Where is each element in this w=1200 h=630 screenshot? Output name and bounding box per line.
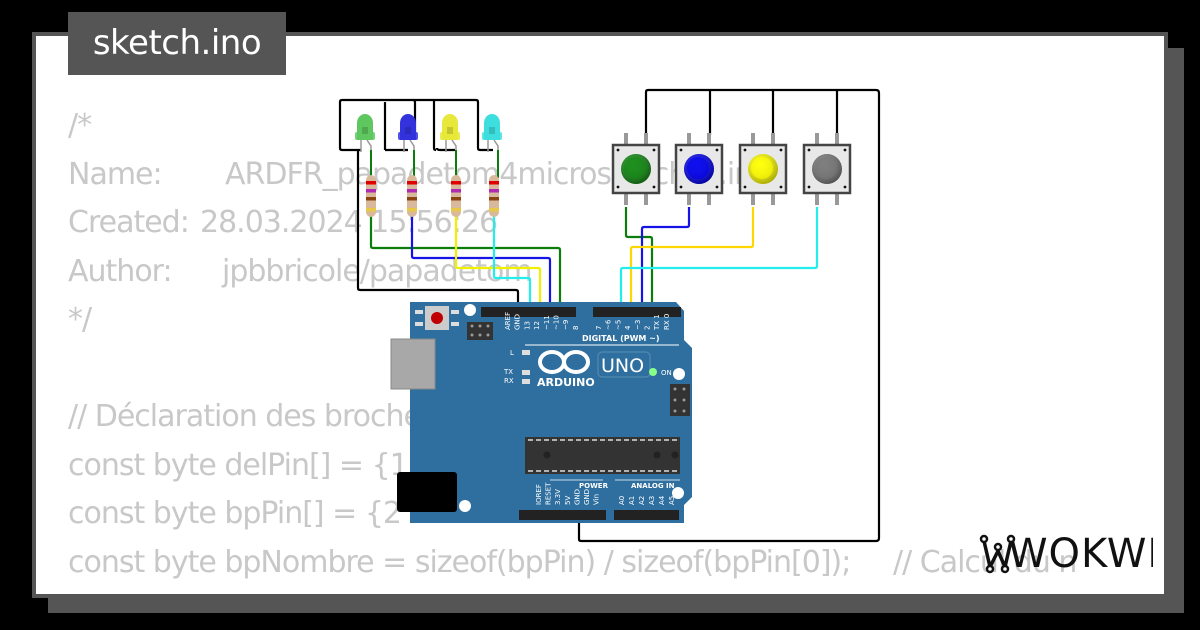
code-line-value: jpbbricole/papadetom <box>222 253 533 289</box>
code-line: Author: jpbbricole/papadetom <box>68 248 1076 297</box>
code-line-text: */ <box>68 302 92 337</box>
power-pin-label: GND <box>573 489 581 505</box>
power-pin-label: RESET <box>545 482 553 505</box>
rx-label: RX <box>504 377 514 385</box>
digital-header-right[interactable] <box>593 307 681 317</box>
resistor[interactable] <box>366 175 376 217</box>
code-line: const byte bpPin[] = {2 <box>68 490 1076 539</box>
code-line-text: Name: <box>68 156 163 192</box>
digital-pin-label: ~10 <box>553 315 561 330</box>
tx-label: TX <box>503 368 513 376</box>
power-pin-label: Vin <box>593 494 601 505</box>
power-header[interactable] <box>519 510 606 520</box>
digital-pin-label: 8 <box>572 326 580 330</box>
code-line-text: /* <box>68 108 92 143</box>
digital-pin-label: AREF <box>504 312 512 330</box>
digital-pin-label: RX 0 <box>663 314 671 330</box>
mount-hole <box>673 368 685 380</box>
led-ground-wires <box>338 98 520 312</box>
resistor[interactable] <box>489 175 499 217</box>
digital-header-left[interactable] <box>481 307 576 317</box>
arduino-logo-icon <box>538 350 590 374</box>
digital-pin-label: ~11 <box>543 315 551 330</box>
wokwi-logo-text: WOKWI <box>1008 531 1153 577</box>
analog-pin-label: A3 <box>648 496 656 505</box>
code-line: const byte delPin[] = {1 <box>68 442 1076 491</box>
led-blue[interactable] <box>398 114 418 178</box>
button-ground-wires <box>577 88 881 543</box>
digital-pin-label: ~5 <box>614 320 622 330</box>
analog-pin-label: A5 <box>668 496 676 505</box>
usb-port <box>390 338 436 390</box>
code-line-value: 28.03.2024 15:56:26 <box>200 205 498 240</box>
resistor[interactable] <box>407 175 417 217</box>
power-jack <box>397 472 457 512</box>
power-pin-label: IOREF <box>535 484 543 505</box>
wokwi-node-icons <box>979 534 1016 574</box>
power-on-led <box>649 368 657 376</box>
mount-hole <box>459 500 471 512</box>
code-line-text: const bool delEtatOn = HIGH; // Etat pou… <box>68 587 890 594</box>
power-pin-label: 5V <box>564 496 572 505</box>
analog-pin-label: A0 <box>618 496 626 505</box>
code-line-text: Created: <box>68 205 190 240</box>
digital-pin-label: ~3 <box>634 320 642 330</box>
digital-pin-label: 13 <box>523 321 531 330</box>
analog-header[interactable] <box>614 510 679 520</box>
mount-hole <box>464 304 476 316</box>
button-yellow[interactable] <box>738 133 788 205</box>
digital-pin-label: TX 1 <box>653 314 661 331</box>
digital-pin-label: 4 <box>624 325 632 330</box>
code-line: const byte bpNombre = sizeof(bpPin) / si… <box>68 539 1077 588</box>
analog-pin-label: A1 <box>628 496 636 505</box>
analog-pin-label: A4 <box>658 495 666 505</box>
button-signal-wires <box>619 207 819 312</box>
led-green[interactable] <box>355 114 375 178</box>
board-brand: ARDUINO <box>537 376 595 389</box>
led-cyan[interactable] <box>482 114 502 178</box>
analog-pin-label: A2 <box>638 496 646 505</box>
l-led <box>522 350 530 355</box>
code-line: const bool delEtatOn = HIGH; // Etat pou… <box>68 587 1076 594</box>
digital-pin-label: 7 <box>595 326 603 330</box>
board-model: UNO <box>601 355 644 377</box>
resistor[interactable] <box>451 175 461 217</box>
reset-button-cap-icon <box>431 312 443 324</box>
l-label: L <box>510 349 514 357</box>
power-label: POWER <box>579 482 609 490</box>
code-line: Created: 28.03.2024 15:56:26 <box>68 199 1076 248</box>
digital-label: DIGITAL (PWM ~) <box>582 334 660 343</box>
led-yellow[interactable] <box>440 114 460 178</box>
led-signal-wires <box>369 215 562 312</box>
tab-sketch-ino[interactable]: sketch.ino <box>68 12 286 75</box>
on-label: ON <box>661 369 672 377</box>
code-line-text: const byte bpNombre = sizeof(bpPin) / si… <box>68 544 1077 580</box>
button-gray[interactable] <box>802 133 852 205</box>
code-line: */ <box>68 296 1076 345</box>
power-pin-label: 3.3V <box>554 489 562 505</box>
code-line: /* <box>68 102 1076 151</box>
code-line-text: const byte delPin[] = {1 <box>68 447 409 483</box>
digital-pin-label: ~6 <box>605 319 613 330</box>
button-green[interactable] <box>611 133 661 205</box>
digital-pin-label: GND <box>514 314 522 330</box>
code-line-text: const byte bpPin[] = {2 <box>68 496 402 531</box>
digital-pin-label: ~9 <box>562 320 570 330</box>
analog-label: ANALOG IN <box>631 482 675 490</box>
power-pin-label: GND <box>583 489 591 505</box>
code-line-text: Author: <box>68 253 173 289</box>
tx-led <box>522 370 530 375</box>
wokwi-logo: WOKWI <box>979 531 1153 577</box>
digital-pin-label: 12 <box>533 321 541 330</box>
mount-hole <box>672 487 684 499</box>
rx-led <box>522 379 530 384</box>
button-blue[interactable] <box>674 133 724 205</box>
digital-pin-label: 2 <box>644 326 652 330</box>
